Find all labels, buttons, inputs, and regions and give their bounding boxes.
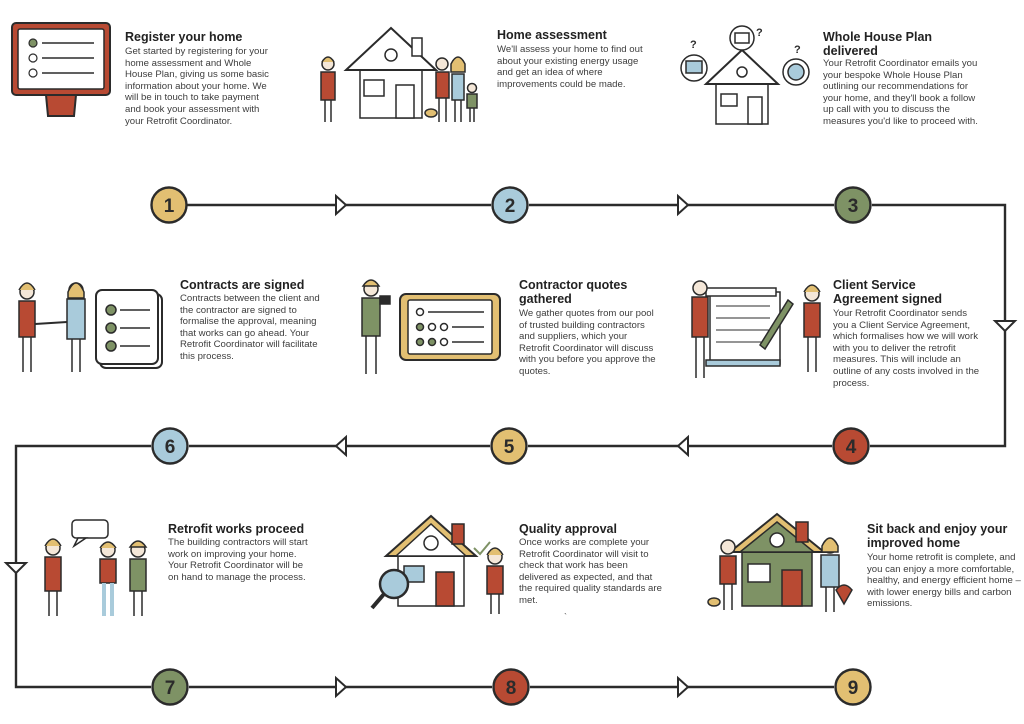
arrow-down-icon: [3, 562, 29, 575]
stray-mark: `: [564, 612, 567, 622]
step-9-description: Your home retrofit is complete, and you …: [867, 552, 1021, 610]
enjoy-home-illustration: [707, 512, 853, 612]
step-1-title: Register your home: [125, 30, 243, 44]
tablet-quotes-illustration: [361, 279, 501, 374]
arrow-right-icon: [335, 675, 348, 699]
step-9-title: Sit back and enjoy your improved home: [867, 522, 1008, 550]
step-9-marker: 9: [834, 668, 872, 706]
arrow-right-icon: [677, 675, 690, 699]
house-family-illustration: [320, 26, 478, 122]
house-questions-illustration: [680, 25, 810, 125]
step-circle: [834, 668, 872, 706]
step-6-title: Contracts are signed: [180, 278, 305, 292]
step-circle: [834, 186, 872, 224]
step-4-title: Client Service Agreement signed: [833, 278, 943, 306]
step-number: 4: [846, 437, 857, 458]
question-mark: ?: [690, 39, 697, 51]
agreement-illustration: [691, 280, 821, 378]
step-circle: [151, 668, 189, 706]
step-number: 6: [165, 437, 176, 458]
arrow-right-icon: [677, 193, 690, 217]
step-6-description: Contracts between the client and the con…: [180, 293, 320, 362]
step-7-title: Retrofit works proceed: [168, 522, 305, 536]
step-number: 9: [848, 678, 859, 699]
step-8-title: Quality approval: [519, 522, 617, 536]
step-2-description: We'll assess your home to find out about…: [497, 44, 643, 90]
step-1-marker: 1: [150, 186, 188, 224]
step-number: 5: [504, 437, 515, 458]
step-5-description: We gather quotes from our pool of truste…: [519, 308, 656, 377]
step-8-marker: 8: [492, 668, 530, 706]
step-4-description: Your Retrofit Coordinator sends you a Cl…: [833, 308, 980, 389]
step-circle: [150, 186, 188, 224]
arrow-left-icon: [676, 434, 689, 458]
step-number: 3: [848, 196, 859, 217]
quality-approval-illustration: [370, 514, 504, 614]
contracts-illustration: [18, 282, 163, 372]
arrow-right-icon: [335, 193, 348, 217]
step-8-description: Once works are complete your Retrofit Co…: [519, 537, 662, 606]
step-circle: [491, 186, 529, 224]
step-7-description: The building contractors will start work…: [168, 537, 308, 583]
arrow-down-icon: [992, 320, 1018, 333]
step-circle: [151, 427, 189, 465]
question-mark: ?: [794, 44, 801, 56]
step-3-marker: 3: [834, 186, 872, 224]
arrow-left-icon: [334, 434, 347, 458]
step-number: 7: [165, 678, 176, 699]
step-4-marker: 4: [832, 427, 870, 465]
step-circle: [492, 668, 530, 706]
step-3-title: Whole House Plan delivered: [823, 30, 933, 58]
monitor-icon: [11, 22, 111, 117]
step-number: 1: [164, 196, 175, 217]
flow-arrows: [3, 193, 1018, 699]
works-proceed-illustration: [44, 519, 148, 616]
step-circle: [490, 427, 528, 465]
step-5-marker: 5: [490, 427, 528, 465]
step-circle: [832, 427, 870, 465]
step-1-description: Get started by registering for your home…: [125, 46, 269, 127]
step-2-title: Home assessment: [497, 28, 607, 42]
question-mark: ?: [756, 27, 763, 39]
step-5-title: Contractor quotes gathered: [519, 278, 628, 306]
step-3-description: Your Retrofit Coordinator emails you you…: [823, 58, 978, 127]
step-number: 8: [506, 678, 517, 699]
step-6-marker: 6: [151, 427, 189, 465]
step-7-marker: 7: [151, 668, 189, 706]
step-2-marker: 2: [491, 186, 529, 224]
step-number: 2: [505, 196, 516, 217]
